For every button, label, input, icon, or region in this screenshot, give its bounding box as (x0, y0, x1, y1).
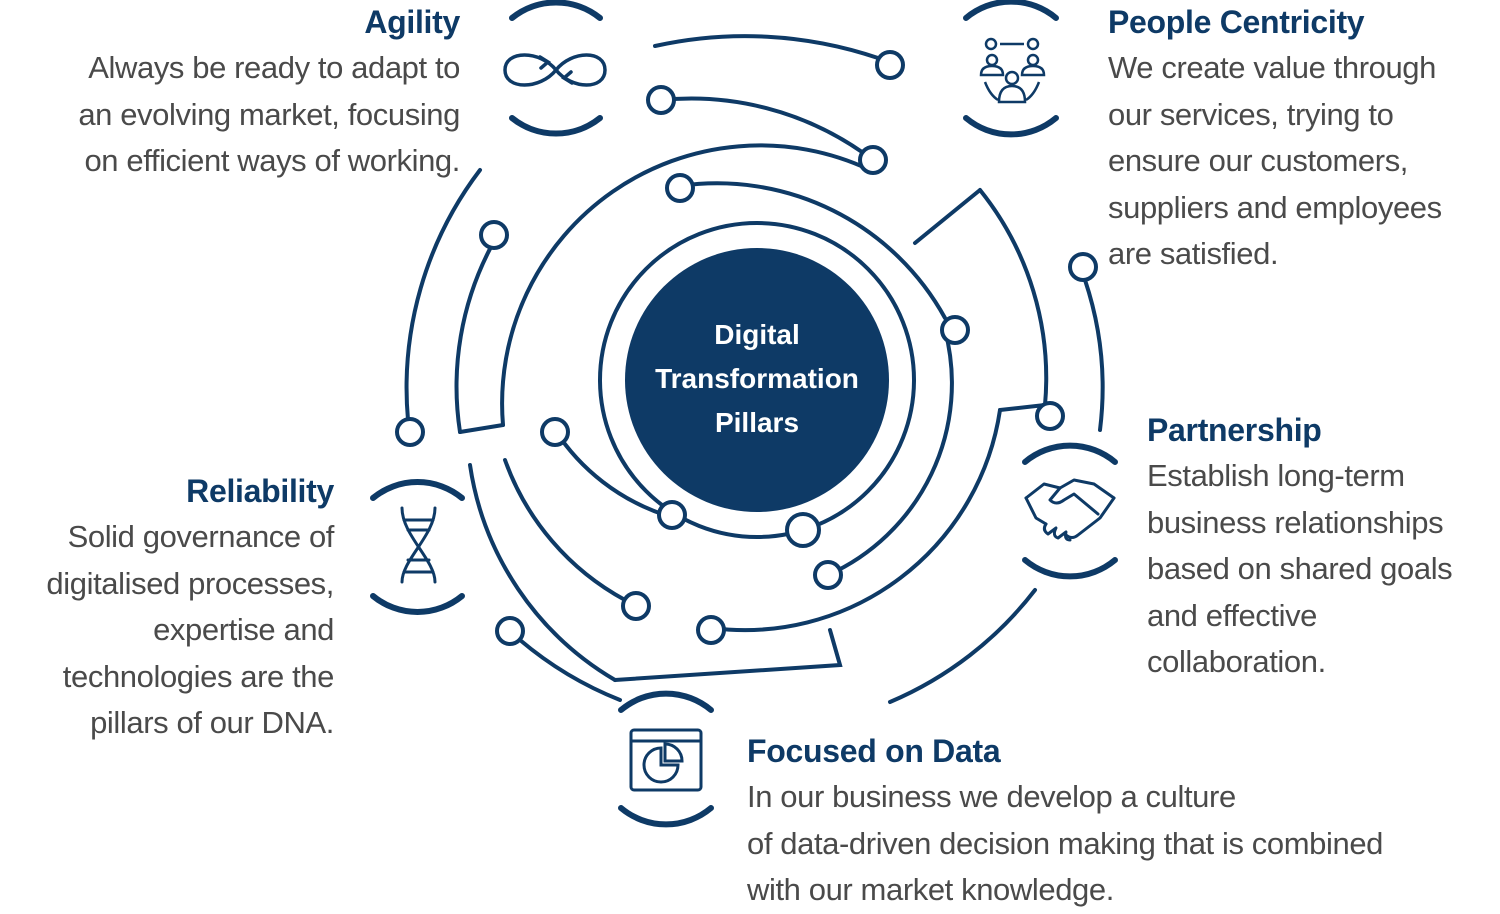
node (479, 220, 509, 250)
dna-icon (400, 506, 437, 584)
pillar-description: We create value through our services, tr… (1108, 50, 1442, 272)
icon-bracket (509, 115, 603, 137)
pillar-description: Always be ready to adapt to an evolving … (78, 50, 460, 179)
icon-bracket (963, 115, 1059, 138)
node (696, 615, 726, 645)
ring-arc (678, 181, 947, 320)
inner-ring (598, 221, 916, 539)
ring-arc (613, 628, 843, 682)
node (646, 85, 676, 115)
ring-arc (458, 423, 505, 434)
node (813, 560, 843, 590)
node (1068, 252, 1098, 282)
node (940, 315, 970, 345)
pillar-people-centricity: People Centricity We create value throug… (1108, 3, 1500, 278)
pillar-title: People Centricity (1108, 4, 1365, 40)
icon-bracket (509, 0, 603, 21)
icon-bracket (370, 593, 465, 615)
ring-arc (826, 328, 954, 577)
ring-arc (468, 463, 617, 682)
icon-bracket (963, 0, 1059, 21)
icon-bracket (1022, 557, 1118, 580)
node (858, 145, 888, 175)
ring-arc (653, 34, 880, 60)
pie-chart-window-icon (629, 728, 703, 792)
ring-arc (518, 638, 622, 702)
icon-bracket (618, 690, 714, 713)
pillar-title: Reliability (186, 473, 334, 509)
pillar-reliability: Reliability Solid governance of digitali… (0, 472, 334, 747)
ring-arc (454, 243, 494, 434)
node (495, 616, 525, 646)
ring-arc (404, 168, 482, 422)
pillar-partnership: Partnership Establish long-term business… (1147, 411, 1500, 686)
infinity-icon (503, 53, 607, 87)
pillar-description: Solid governance of digitalised processe… (46, 519, 334, 741)
icon-bracket (1022, 442, 1118, 465)
ring-arc (660, 96, 864, 154)
node (875, 50, 905, 80)
ring-arc (913, 188, 982, 245)
ring-arc (710, 408, 1002, 633)
node (657, 500, 687, 530)
node (1035, 401, 1065, 431)
center-disk (625, 248, 889, 512)
ring-arc (503, 458, 627, 602)
ring-arc (1083, 278, 1105, 432)
pillar-title: Agility (364, 4, 460, 40)
handshake-icon (1024, 478, 1116, 542)
icon-bracket (370, 479, 465, 501)
pillar-description: In our business we develop a culture of … (747, 779, 1383, 908)
ring-arc (888, 588, 1037, 704)
ring-arc (978, 188, 1049, 407)
pillar-focused-on-data: Focused on Data In our business we devel… (747, 732, 1487, 914)
node (665, 173, 695, 203)
center-title-line1: Digital (714, 319, 800, 350)
pillar-agility: Agility Always be ready to adapt to an e… (0, 3, 460, 185)
node (785, 512, 821, 548)
icon-bracket (618, 805, 714, 828)
node (395, 417, 425, 447)
pillar-description: Establish long-term business relationshi… (1147, 458, 1453, 680)
ring-arc (500, 143, 872, 427)
ring-arc (998, 403, 1047, 412)
center-title-line2: Transformation (655, 363, 859, 394)
pillar-title: Partnership (1147, 412, 1322, 448)
people-group-icon (979, 37, 1046, 104)
center-title-line3: Pillars (715, 407, 799, 438)
node (540, 417, 570, 447)
node (621, 591, 651, 621)
pillar-title: Focused on Data (747, 733, 1001, 769)
